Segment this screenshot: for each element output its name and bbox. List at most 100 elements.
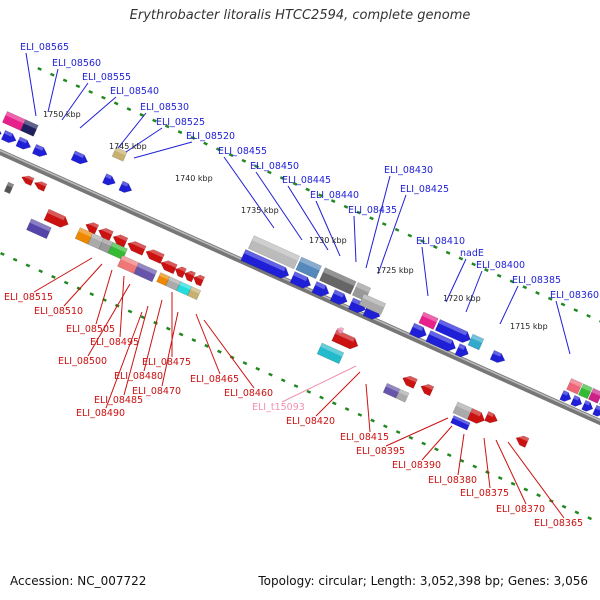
track-tick <box>586 314 591 318</box>
forward-leader <box>445 258 467 303</box>
track-tick <box>113 101 119 106</box>
track-tick <box>560 302 566 307</box>
backbone-highlight <box>0 149 600 422</box>
forward-gene-shine <box>323 267 357 287</box>
forward-gene-shine <box>105 173 112 180</box>
track-tick <box>421 441 427 446</box>
forward-gene <box>31 143 48 157</box>
track-tick <box>509 279 515 284</box>
reverse-gene <box>316 342 345 365</box>
forward-gene-shine <box>573 395 580 401</box>
forward-gene-shine <box>362 293 386 308</box>
reverse-gene-shine <box>113 232 128 242</box>
track-tick <box>330 199 336 204</box>
forward-leader <box>117 112 147 149</box>
reverse-gene-shine <box>111 242 128 253</box>
track-tick <box>164 124 170 129</box>
forward-leader <box>61 82 89 121</box>
reverse-leader <box>495 439 527 505</box>
forward-leader <box>125 127 163 153</box>
reverse-gene <box>112 234 129 248</box>
track-tick <box>191 338 197 343</box>
forward-gene-label: ELI_08360 <box>550 290 599 301</box>
forward-gene-shine <box>581 383 593 392</box>
forward-gene-label: ELI_08455 <box>218 146 267 157</box>
forward-gene-shine <box>3 130 13 137</box>
track-tick <box>268 372 273 377</box>
track-tick <box>88 89 93 94</box>
reverse-gene-label: ELI_08415 <box>340 432 389 443</box>
reverse-gene <box>484 411 498 424</box>
reverse-gene <box>21 175 35 186</box>
track-tick <box>166 326 171 331</box>
forward-leader <box>499 285 519 325</box>
track-tick <box>293 384 299 389</box>
track-tick <box>25 263 31 268</box>
forward-gene-shine <box>333 289 345 298</box>
reverse-gene-shine <box>128 238 147 250</box>
reverse-gene-shine <box>168 276 181 285</box>
forward-gene-label: nadE <box>460 248 484 259</box>
forward-gene <box>20 119 39 137</box>
track-tick <box>573 308 579 313</box>
forward-gene-shine <box>5 111 26 124</box>
reverse-gene-label: ELI_08465 <box>190 374 239 385</box>
reverse-gene-label: ELI_08485 <box>94 395 143 406</box>
track-tick <box>306 389 312 394</box>
forward-gene <box>418 311 439 330</box>
reverse-gene-shine <box>398 389 410 397</box>
forward-gene <box>467 333 485 351</box>
reverse-gene-shine <box>487 411 495 418</box>
track-tick <box>319 395 324 400</box>
forward-gene <box>0 129 17 143</box>
scale-label: 1745 kbp <box>109 142 147 151</box>
track-tick <box>381 222 387 227</box>
forward-gene-label: ELI_08440 <box>310 190 359 201</box>
forward-gene-label: ELI_08565 <box>20 42 69 53</box>
track-tick <box>536 493 541 498</box>
forward-gene <box>319 267 357 295</box>
forward-gene-shine <box>584 400 591 406</box>
reverse-gene <box>3 181 15 195</box>
forward-gene <box>592 404 600 417</box>
track-tick <box>547 296 553 301</box>
reverse-gene <box>450 415 471 431</box>
track-tick <box>395 430 401 435</box>
accession-text: Accession: NC_007722 <box>10 574 147 588</box>
track-tick <box>63 280 69 285</box>
forward-gene-shine <box>569 378 583 388</box>
track-tick <box>267 170 272 175</box>
reverse-leader <box>315 371 361 417</box>
reverse-gene-label: ELI_08395 <box>356 446 405 457</box>
forward-gene-shine <box>299 256 322 271</box>
reverse-gene <box>184 270 196 283</box>
forward-gene <box>588 387 600 404</box>
reverse-gene <box>26 218 52 240</box>
reverse-gene <box>193 274 206 287</box>
track-tick <box>434 447 439 452</box>
scale-label: 1735 kbp <box>241 206 279 215</box>
forward-gene <box>329 289 348 305</box>
forward-gene-shine <box>121 180 129 187</box>
reverse-gene-label: ELI_08480 <box>114 371 163 382</box>
reverse-gene-label: ELI_08370 <box>496 504 545 515</box>
reverse-gene-shine <box>456 401 473 413</box>
reverse-gene-shine <box>159 272 170 280</box>
track-tick <box>331 401 337 406</box>
reverse-gene <box>98 227 114 241</box>
track-tick <box>496 273 502 278</box>
track-tick <box>587 516 592 521</box>
track-tick <box>305 187 311 192</box>
forward-gene-shine <box>23 119 39 130</box>
forward-gene-label: ELI_08530 <box>140 102 189 113</box>
forward-leader <box>315 200 341 257</box>
track-tick <box>177 130 183 135</box>
reverse-gene <box>174 266 187 279</box>
forward-gene-shine <box>428 330 453 345</box>
reverse-gene-label: ELI_08380 <box>428 475 477 486</box>
forward-gene-label: ELI_08540 <box>110 86 159 97</box>
track-tick <box>50 72 55 77</box>
reverse-gene-label: ELI_08460 <box>224 388 273 399</box>
track-tick <box>471 262 476 267</box>
